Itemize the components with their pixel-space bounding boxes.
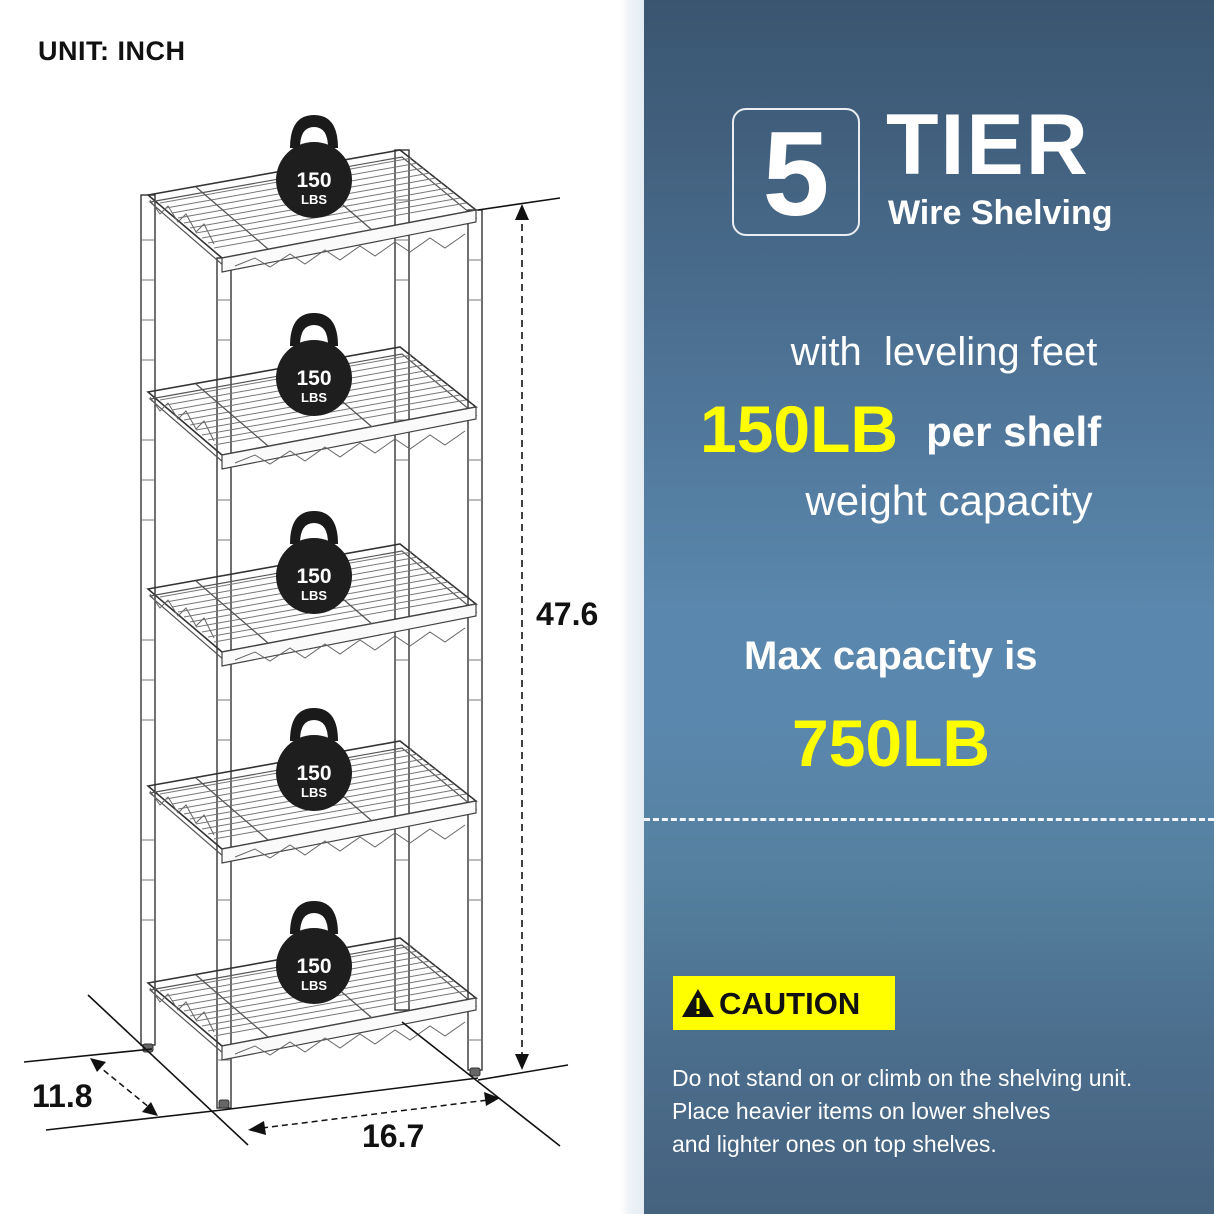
capacity-label: weight capacity	[805, 477, 1093, 524]
tier-count: 5	[762, 107, 830, 241]
kettlebell-label: 150 LBS	[296, 367, 332, 405]
caution-note: and lighter ones on top shelves.	[672, 1131, 997, 1157]
height-dimension-label: 47.6	[536, 596, 599, 632]
subtitle: Wire Shelving	[888, 194, 1113, 232]
kettlebell-icon	[276, 115, 352, 1004]
caution-label: CAUTION	[719, 985, 861, 1021]
section-divider	[644, 818, 1214, 821]
unit-label: UNIT: INCH	[38, 36, 186, 66]
depth-dimension-label: 11.8	[32, 1078, 93, 1114]
kettlebell-label: 150 LBS	[296, 762, 332, 800]
tier-count-badge: 5	[732, 107, 860, 241]
panel-edge-strip	[620, 0, 644, 1214]
shelving-unit-illustration	[23, 115, 569, 1147]
per-shelf-value: 150LB	[700, 392, 899, 466]
kettlebell-label: 150 LBS	[296, 169, 332, 207]
warning-triangle-icon	[682, 989, 714, 1017]
max-capacity-label: Max capacity is	[744, 634, 1038, 678]
feature-line: with leveling feet	[790, 330, 1098, 374]
title: TIER	[886, 97, 1090, 193]
caution-note: Do not stand on or climb on the shelving…	[672, 1065, 1133, 1091]
caution-notes: Do not stand on or climb on the shelving…	[672, 1062, 1132, 1161]
caution-badge: CAUTION	[673, 976, 895, 1030]
width-dimension-label: 16.7	[362, 1118, 425, 1154]
caution-note: Place heavier items on lower shelves	[672, 1098, 1051, 1124]
kettlebell-label: 150 LBS	[296, 565, 332, 603]
per-shelf-label: per shelf	[926, 408, 1102, 455]
kettlebell-label: 150 LBS	[296, 955, 332, 993]
max-capacity-value: 750LB	[792, 706, 991, 780]
